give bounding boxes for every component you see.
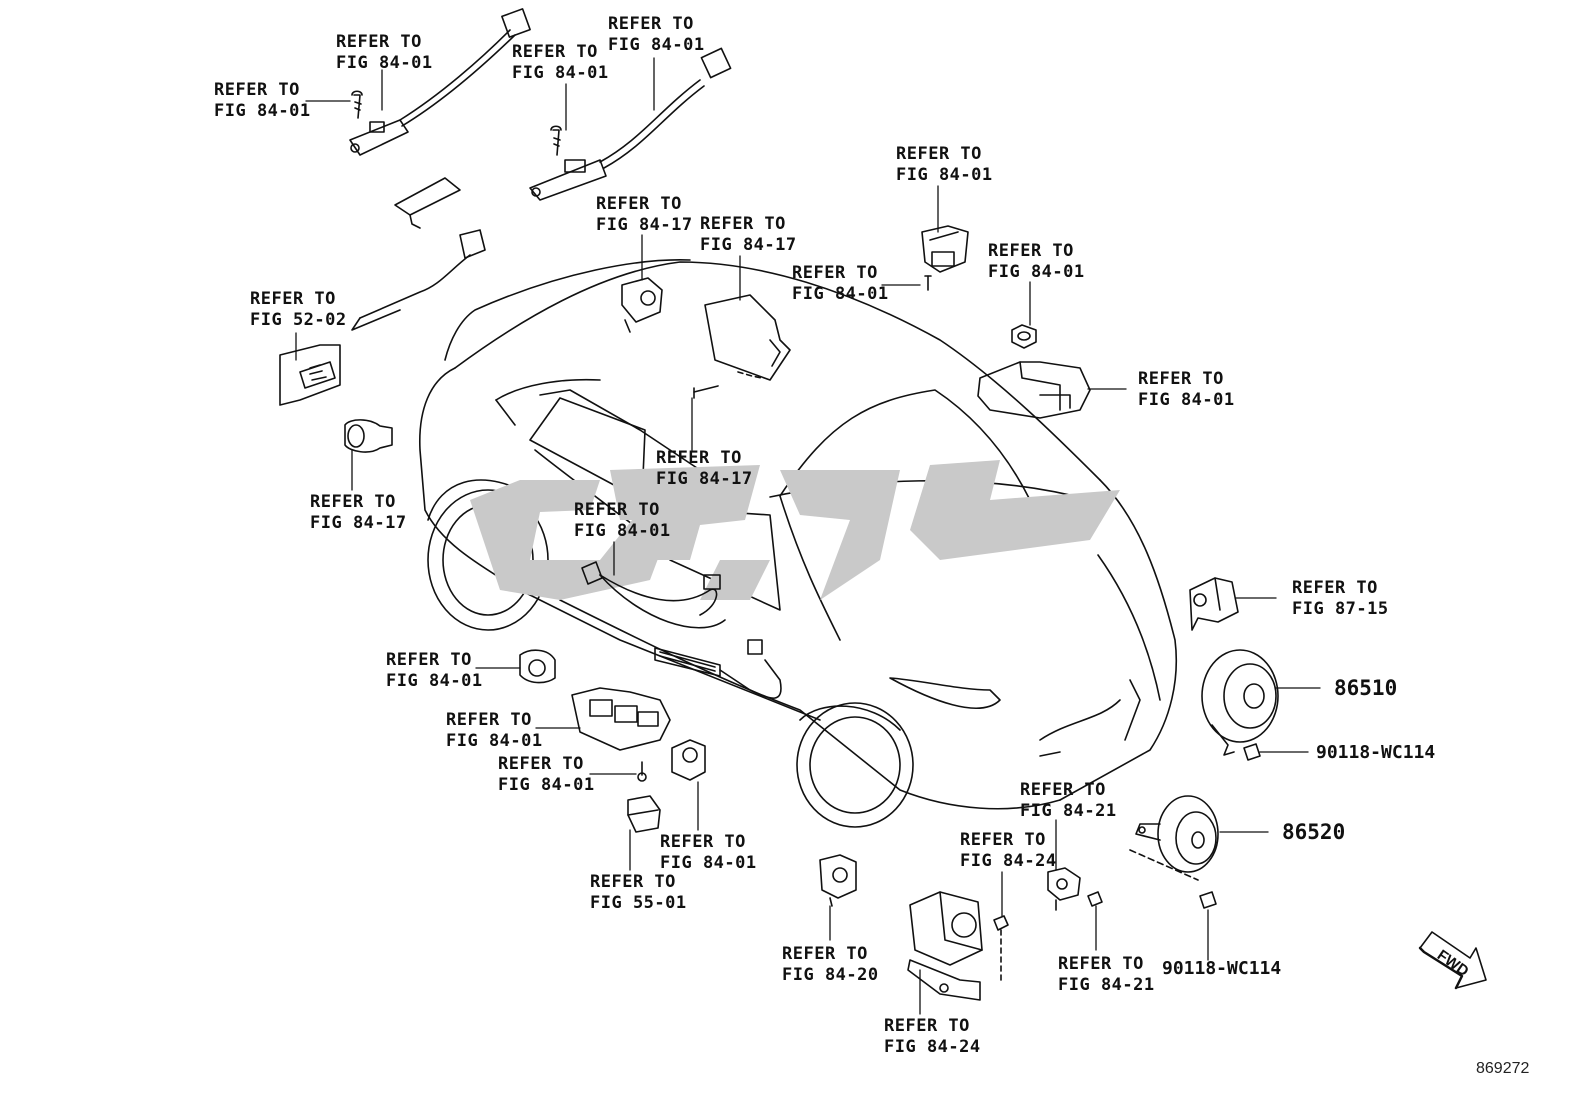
sensor-left [344, 419, 393, 453]
bolt-upper [1243, 743, 1261, 761]
antenna-cable [351, 229, 486, 331]
drawing-number: 869272 [1476, 1060, 1530, 1077]
door-switch [394, 177, 461, 229]
screw-3 [693, 385, 719, 399]
screw-2 [550, 125, 562, 156]
part-number-horn-low: 86520 [1282, 820, 1346, 844]
buzzer-84-20 [819, 854, 857, 907]
part-number-horn-high: 86510 [1334, 676, 1398, 700]
bolt-lower [1199, 891, 1217, 909]
fwd-arrow-icon: FWD [1418, 931, 1487, 990]
relay-55-01 [627, 795, 661, 833]
car-body-outline [419, 259, 1178, 828]
sensor-87-15 [1189, 577, 1239, 631]
switch-84-01-b [671, 739, 706, 781]
horn-86520 [1129, 795, 1219, 881]
screw-5 [637, 761, 647, 782]
leader-lines [295, 57, 1321, 1015]
nut-right [1011, 324, 1037, 349]
sensor-center [621, 277, 663, 333]
part-number-bolt-upper: 90118-WC114 [1316, 742, 1436, 763]
switch-bracket-left [279, 344, 341, 406]
power-window-switch [571, 687, 671, 751]
control-unit-right [977, 361, 1091, 419]
siren-84-24 [907, 891, 983, 1001]
part-number-bolt-lower: 90118-WC114 [1162, 958, 1282, 979]
bolt-84-21 [1087, 891, 1103, 907]
courtesy-switch-cable-1 [349, 8, 531, 156]
sensor-84-21 [1047, 867, 1081, 911]
control-unit-center [704, 294, 791, 381]
screw-1 [351, 90, 363, 119]
watermark-logo [470, 460, 1120, 600]
screw-4 [924, 275, 932, 291]
sensor-right-top [921, 225, 969, 273]
wire-harness [581, 561, 782, 699]
horn-86510 [1201, 649, 1279, 756]
switch-84-01-a [519, 649, 556, 684]
courtesy-switch-cable-2 [529, 47, 732, 201]
bolt-84-24 [993, 915, 1009, 981]
